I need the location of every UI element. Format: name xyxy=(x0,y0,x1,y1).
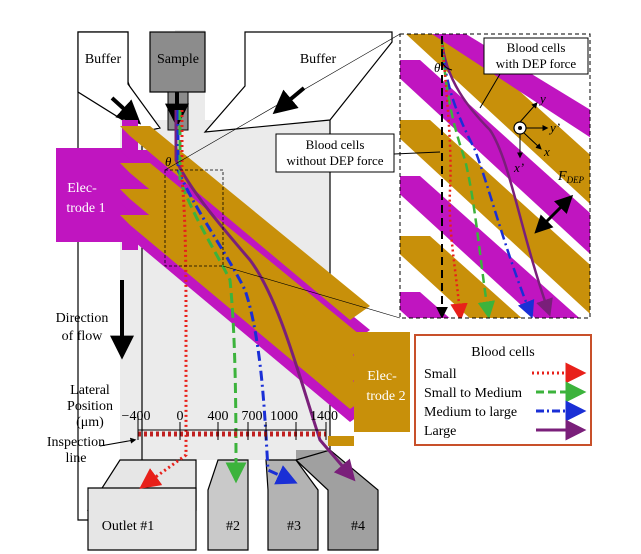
buffer-left-arrow xyxy=(110,96,142,125)
sample-label: Sample xyxy=(157,52,199,67)
position-tick-label: −400 xyxy=(122,409,151,424)
legend: Blood cells Small Small to Medium Medium… xyxy=(414,334,592,446)
lateral-position-ticks: −400 0 400 700 1000 1400 xyxy=(122,409,338,424)
inspection-line-label: Inspection line xyxy=(47,435,105,466)
zoom-inset: θ y y’ x x’ FDEP xyxy=(399,33,591,319)
outlets: Outlet #1 #2 #3 #4 xyxy=(86,449,379,551)
legend-label: Medium to large xyxy=(424,405,517,420)
axis-x-prime-label: x’ xyxy=(513,160,524,175)
svg-text:Position: Position xyxy=(67,399,113,414)
svg-text:with DEP force: with DEP force xyxy=(496,56,577,71)
svg-text:line: line xyxy=(66,451,87,466)
position-tick-label: 0 xyxy=(177,409,184,424)
electrode1-label-line2: trode 1 xyxy=(66,201,105,216)
svg-text:Blood cells: Blood cells xyxy=(507,40,566,55)
position-tick-label: 1000 xyxy=(270,409,298,424)
position-tick-label: 400 xyxy=(208,409,229,424)
outlet4-label: #4 xyxy=(351,519,365,534)
callout-with-dep: Blood cells with DEP force xyxy=(479,37,589,109)
electrode2-label-line2: trode 2 xyxy=(366,389,405,404)
buffer-left-inlet: Buffer xyxy=(77,31,162,133)
axis-y-label: y xyxy=(538,91,546,106)
legend-title: Blood cells xyxy=(471,345,534,360)
position-tick-label: 1400 xyxy=(310,409,338,424)
electrode2-label-line1: Elec- xyxy=(367,369,397,384)
direction-of-flow: Direction of flow xyxy=(56,280,134,360)
zoom-indicator xyxy=(164,33,401,319)
fdep-label: FDEP xyxy=(557,169,585,185)
legend-label: Small to Medium xyxy=(424,386,522,401)
outlet3-label: #3 xyxy=(287,519,301,534)
svg-text:without DEP force: without DEP force xyxy=(287,153,384,168)
position-tick-label: 700 xyxy=(242,409,263,424)
outlet1-label: Outlet #1 xyxy=(102,519,155,534)
trajectories-main xyxy=(139,110,356,489)
callout-without-dep: Blood cells without DEP force xyxy=(275,133,441,173)
svg-text:(μm): (μm) xyxy=(76,415,104,430)
legend-label: Small xyxy=(424,367,457,382)
svg-text:Lateral: Lateral xyxy=(70,383,110,398)
axis-y-prime-label: y’ xyxy=(548,120,560,135)
electrode1-label-line1: Elec- xyxy=(67,181,97,196)
trajectory-large xyxy=(174,110,356,482)
legend-label: Large xyxy=(424,424,456,439)
svg-text:Inspection: Inspection xyxy=(47,435,105,450)
buffer-right-label: Buffer xyxy=(300,52,337,67)
inspection-line xyxy=(99,416,327,447)
svg-text:of flow: of flow xyxy=(62,329,104,344)
buffer-right-arrow xyxy=(272,86,306,115)
svg-text:Direction: Direction xyxy=(56,311,109,326)
axis-x-label: x xyxy=(543,144,550,159)
buffer-right-inlet: Buffer xyxy=(203,31,393,133)
svg-text:Blood cells: Blood cells xyxy=(306,137,365,152)
trajectory-small-medium xyxy=(178,110,247,484)
lateral-position-label: Lateral Position (μm) xyxy=(67,383,113,430)
theta-main: θ xyxy=(165,154,172,169)
outlet2-label: #2 xyxy=(226,519,240,534)
theta-inset: θ xyxy=(434,60,441,75)
buffer-left-label: Buffer xyxy=(85,52,122,67)
